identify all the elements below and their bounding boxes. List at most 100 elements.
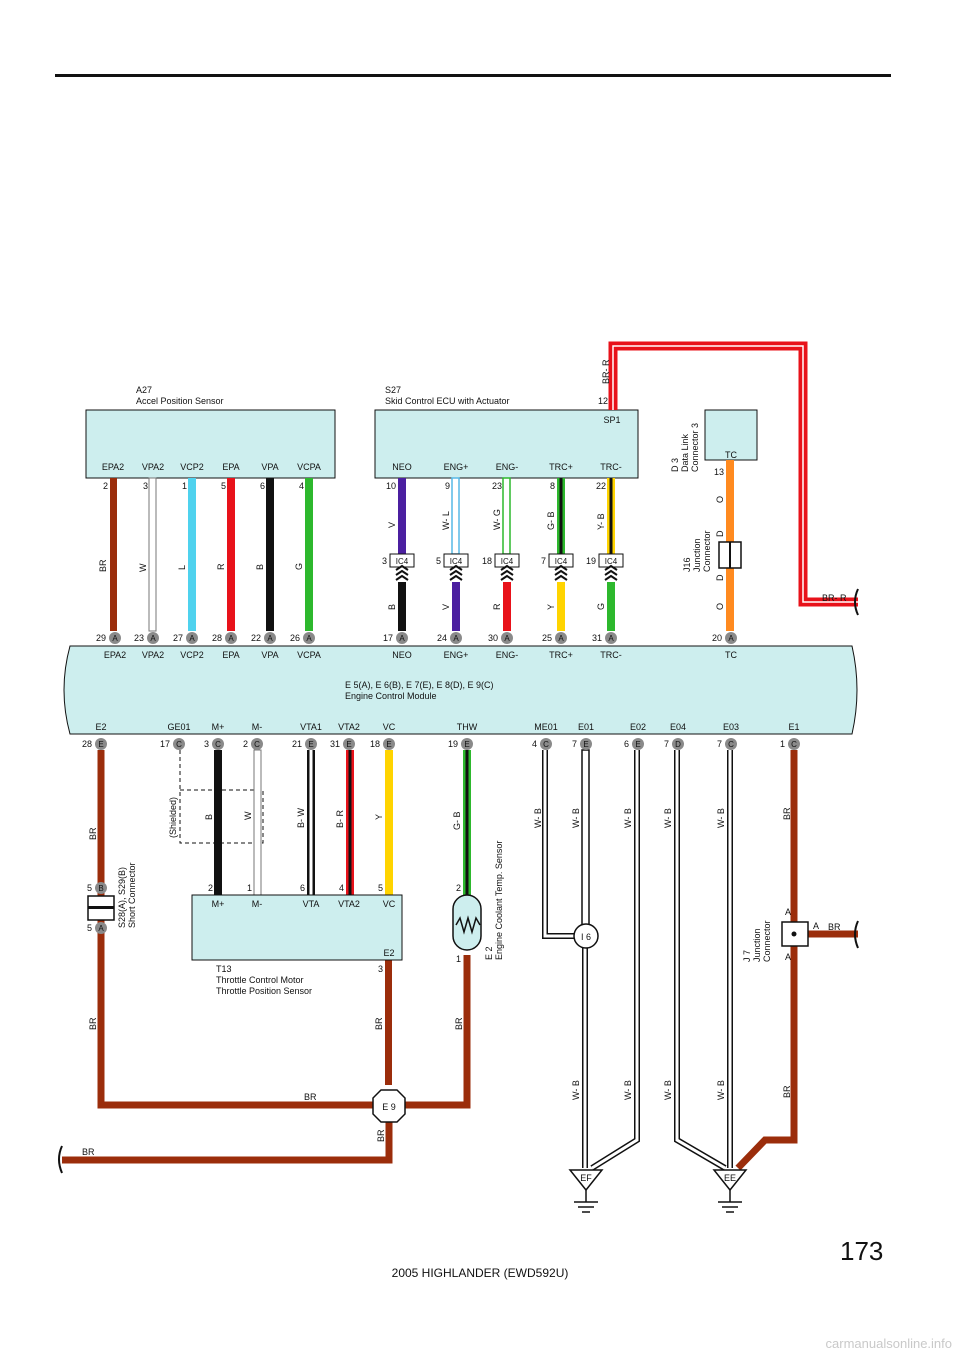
wire-label: BR [828, 922, 841, 932]
chevron-icon [604, 564, 618, 581]
t13-pin: VC [383, 899, 396, 909]
pin-number: 18 [482, 556, 492, 566]
wire-label: W- L [441, 511, 451, 530]
pin-number: 26 [290, 633, 300, 643]
i6-junction: I 6 [573, 923, 599, 949]
pin-number: 29 [96, 633, 106, 643]
t13-pin: VTA2 [338, 899, 360, 909]
conn-letter: E [635, 740, 640, 749]
pin-number: 23 [134, 633, 144, 643]
ecm-pin: E01 [578, 722, 594, 732]
wire-label: G- B [546, 511, 556, 530]
wire-l [188, 478, 196, 631]
wire-label: BR [376, 1129, 386, 1142]
ecm-top-pin-labels: EPA2 VPA2 VCP2 EPA VPA VCPA NEO ENG+ ENG… [104, 650, 738, 660]
wire-label: R [216, 563, 226, 570]
ecm-pin: TRC- [600, 650, 622, 660]
t13-e2: E2 [383, 948, 394, 958]
ecm-pin: E02 [630, 722, 646, 732]
j7-l1: Junction [752, 928, 762, 962]
pin-number: 19 [586, 556, 596, 566]
chevron-icon [500, 564, 514, 581]
conn-letter: E [583, 740, 588, 749]
pin-number: 7 [541, 556, 546, 566]
t13-pin: M+ [212, 899, 225, 909]
wire-label: V [387, 522, 397, 528]
wire-label: W- B [716, 808, 726, 828]
a27-code: A27 [136, 385, 152, 395]
a27-pin: EPA [222, 462, 239, 472]
conn-letter: C [254, 740, 260, 749]
wire-label: Y [546, 604, 556, 610]
conn-letter: C [728, 740, 734, 749]
a27-pin: VCPA [297, 462, 321, 472]
ecm-pin: ENG- [496, 650, 519, 660]
conn-letter: A [98, 924, 104, 933]
terminal-dot [383, 738, 395, 750]
pin-number: 28 [212, 633, 222, 643]
wire-label: W- B [571, 1080, 581, 1100]
s27-sp-pin: SP1 [603, 415, 620, 425]
terminal-dot [305, 738, 317, 750]
wire-label: V [441, 604, 451, 610]
pin-number: 2 [456, 883, 461, 893]
conn-letter: A [112, 634, 118, 643]
pin-number: 5 [436, 556, 441, 566]
chevron-icon [554, 564, 568, 581]
wire-b [398, 582, 406, 631]
s27-sp-num: 12 [598, 396, 608, 406]
page-number: 173 [840, 1236, 884, 1266]
d3-code: D 3 [670, 458, 680, 472]
pin-number: 31 [592, 633, 602, 643]
d3-pin: TC [725, 450, 737, 460]
t13-pin: VTA [303, 899, 320, 909]
wire-b [266, 478, 274, 631]
s28-l1: S28(A), S29(B) [117, 867, 127, 928]
terminal-dot [461, 738, 473, 750]
conn-letter: C [791, 740, 797, 749]
wire-label: BR [782, 1085, 792, 1098]
wire-r [503, 582, 511, 631]
terminal-dot [725, 738, 737, 750]
ecm-pin: VC [383, 722, 396, 732]
pin-number: 23 [492, 481, 502, 491]
wire-label: B [255, 564, 265, 570]
j16-l1: Junction [692, 538, 702, 572]
coolant-sensor: 2 1 E 2 Engine Coolant Temp. Sensor [452, 841, 504, 964]
conn-letter: A [150, 634, 156, 643]
terminal-dot [450, 632, 462, 644]
ecm-bottom-pin-labels: E2 GE01 M+ M- VTA1 VTA2 VC THW ME01 E01 … [95, 722, 799, 732]
ecm-box [63, 645, 858, 735]
pin-number: 4 [532, 739, 537, 749]
a27-pin-nums: 2 3 1 5 6 4 [103, 481, 304, 491]
wire-b [214, 750, 222, 895]
wire-label: W- G [492, 509, 502, 530]
terminal-dot [555, 632, 567, 644]
pin-number: 17 [160, 739, 170, 749]
pin-number: 10 [386, 481, 396, 491]
ecm-pin: TRC+ [549, 650, 573, 660]
pin-number: 1 [247, 883, 252, 893]
pin-number: 1 [182, 481, 187, 491]
ic4-label: IC4 [396, 557, 409, 566]
wire-label: W- B [571, 808, 581, 828]
ground-label: EE [724, 1173, 736, 1183]
pin-number: 21 [292, 739, 302, 749]
terminal-dot [95, 922, 107, 934]
wire-v [452, 582, 460, 631]
ground-icon [718, 1190, 742, 1213]
pin-number: 22 [596, 481, 606, 491]
j7-code: J 7 [742, 950, 752, 962]
terminal-dot [540, 738, 552, 750]
ic4-label: IC4 [555, 557, 568, 566]
s27-pin: ENG+ [444, 462, 469, 472]
pin-number: 3 [204, 739, 209, 749]
wire-v [398, 478, 406, 554]
wire-w [148, 477, 157, 632]
pin-number: 6 [300, 883, 305, 893]
pin-number: 25 [542, 633, 552, 643]
conn-letter: E [464, 740, 469, 749]
thermistor-icon [455, 915, 481, 935]
s27-wires-bottom [398, 582, 615, 631]
pin-number: 20 [712, 633, 722, 643]
